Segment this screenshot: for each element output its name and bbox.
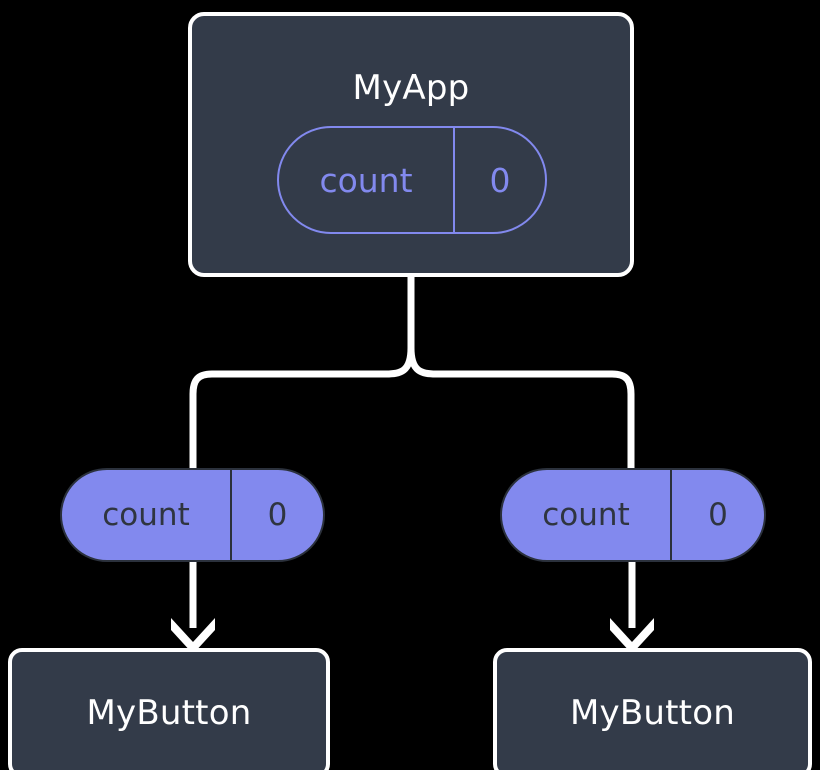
connector-branch-left: [189, 347, 415, 468]
state-pill-root[interactable]: count 0: [277, 126, 547, 234]
component-label-mybutton-left: MyButton: [86, 693, 252, 733]
state-pill-left[interactable]: count 0: [60, 468, 325, 562]
connector-branch-right: [407, 347, 635, 468]
state-pill-left-value: 0: [267, 497, 288, 533]
state-pill-root-key: count: [279, 128, 455, 232]
component-label-myapp: MyApp: [352, 68, 470, 108]
state-pill-root-value: 0: [489, 160, 511, 200]
arrow-right: [610, 562, 654, 654]
state-pill-left-key: count: [62, 470, 232, 560]
arrow-left: [171, 562, 215, 654]
state-pill-right[interactable]: count 0: [500, 468, 766, 562]
state-pill-right-value: 0: [708, 497, 728, 533]
component-node-mybutton-left[interactable]: MyButton: [8, 648, 330, 770]
state-pill-right-key: count: [502, 470, 672, 560]
component-node-mybutton-right[interactable]: MyButton: [493, 648, 812, 770]
component-label-mybutton-right: MyButton: [570, 693, 735, 733]
